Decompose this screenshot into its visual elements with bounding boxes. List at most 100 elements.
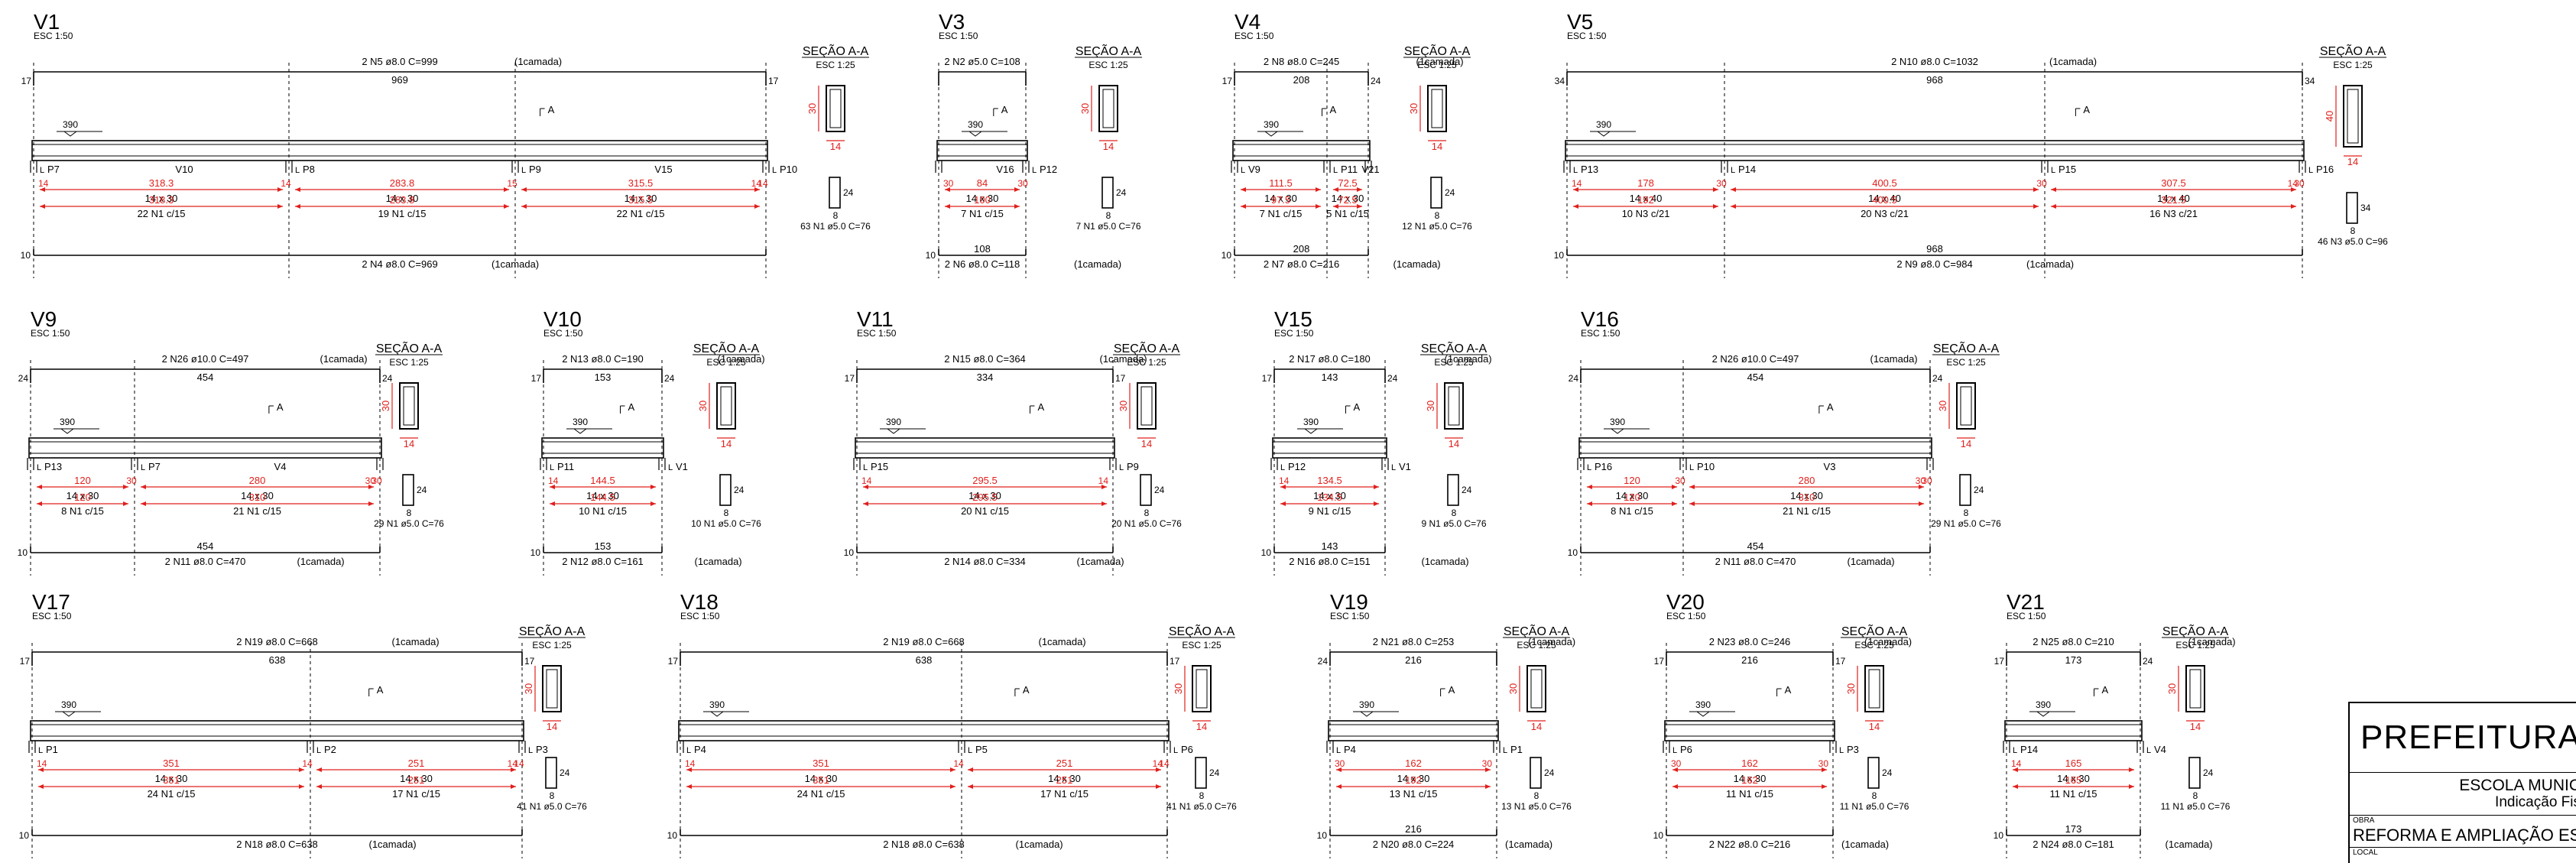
stirrup-label: 29 N1 ø5.0 C=76 <box>374 518 444 529</box>
bottom-hook-left: 10 <box>21 250 31 261</box>
end-width-right: 14 <box>751 178 762 189</box>
support-label: P7 <box>47 164 60 175</box>
support-width: 15 <box>507 178 517 189</box>
section-width: 14 <box>1449 438 1459 449</box>
section-title: SEÇÃO A-A <box>2162 623 2229 638</box>
top-bar-layer: (1camada) <box>1445 353 1492 365</box>
level-marker: 390 <box>709 699 725 710</box>
section-width: 14 <box>1103 141 1114 152</box>
support-label: V4 <box>2154 744 2166 755</box>
support-label: P12 <box>1288 461 1306 472</box>
section-scale: ESC 1:25 <box>1434 357 1474 368</box>
span-length: 280 <box>1799 475 1815 486</box>
title-block-obra: REFORMA E AMPLIAÇÃO ESC <box>2353 826 2576 845</box>
section-marker: A <box>548 104 555 115</box>
support-label: P11 <box>557 461 574 472</box>
section-marker: A <box>2083 104 2090 115</box>
span-section: 14 x 30 <box>67 490 99 501</box>
level-marker: 390 <box>60 417 75 427</box>
left-hook: 34 <box>1555 76 1565 86</box>
section-height: 30 <box>1937 401 1948 411</box>
stirrup-detail <box>1195 757 1207 789</box>
bottom-bar-layer: (1camada) <box>1422 556 1469 567</box>
end-width-left: 14 <box>861 475 872 486</box>
support-width: 30 <box>1017 178 1028 189</box>
stirrup-width: 8 <box>724 508 729 518</box>
top-bar-layer: (1camada) <box>392 636 440 647</box>
span-length: 251 <box>408 758 425 769</box>
section-scale: ESC 1:25 <box>2175 640 2215 650</box>
span-length-2: 321.5 <box>2161 194 2186 206</box>
section-height: 30 <box>1173 683 1184 694</box>
stirrup-detail <box>1447 474 1459 506</box>
span-length-2: 251 <box>408 774 425 786</box>
bottom-bar-layer: (1camada) <box>1074 258 1121 270</box>
span-stirrups: 13 N1 c/15 <box>1390 788 1438 800</box>
support-mark: L <box>316 746 321 755</box>
level-marker: 390 <box>63 119 78 130</box>
span-length-2: 192 <box>1637 194 1654 206</box>
beam-title: V17 <box>32 590 70 614</box>
left-hook: 17 <box>1222 76 1233 86</box>
right-hook: 24 <box>2143 656 2153 667</box>
section-height: 30 <box>1845 683 1857 694</box>
span-stirrups: 22 N1 c/15 <box>138 208 186 219</box>
section-outline <box>1444 382 1464 430</box>
stirrup-width: 8 <box>1452 508 1457 518</box>
span-length-2: 315.5 <box>628 194 654 206</box>
span-length-2: 295.5 <box>972 492 998 503</box>
span-length-2: 318.3 <box>149 194 174 206</box>
top-bar-length: 334 <box>977 371 994 383</box>
support-label: V1 <box>676 461 688 472</box>
stirrup-height: 24 <box>1209 767 1220 778</box>
section-title: SEÇÃO A-A <box>1114 340 1180 355</box>
stirrup-label: 11 N1 ø5.0 C=76 <box>1840 801 1909 812</box>
stirrup-detail <box>829 177 841 209</box>
stirrup-height: 24 <box>1544 767 1555 778</box>
left-hook: 24 <box>18 373 29 384</box>
beam-title: V10 <box>543 307 582 331</box>
right-hook: 17 <box>1835 656 1846 667</box>
support-mark: L <box>1173 746 1178 755</box>
stirrup-height: 24 <box>734 485 745 495</box>
section-stirrup <box>720 386 732 426</box>
bottom-bar-length: 454 <box>197 540 214 552</box>
end-width-left: 14 <box>1572 178 1582 189</box>
support-label: P1 <box>1510 744 1523 755</box>
right-hook: 17 <box>768 76 779 86</box>
support-mark: L <box>38 746 43 755</box>
span-beam-ref: V21 <box>1361 164 1379 175</box>
left-hook: 24 <box>1569 373 1579 384</box>
section-stirrup <box>1140 386 1153 426</box>
support-width: 14 <box>1159 758 1170 769</box>
span-beam-ref: V4 <box>274 461 287 472</box>
support-label: P7 <box>148 461 161 472</box>
span-length-2: 162 <box>1741 774 1758 786</box>
span-length: 315.5 <box>628 177 654 189</box>
top-bar-length: 454 <box>1747 371 1764 383</box>
bottom-bar-layer: (1camada) <box>492 258 539 270</box>
span-stirrups: 9 N1 c/15 <box>1309 505 1351 517</box>
span-section: 14 x 30 <box>400 773 433 784</box>
section-width: 14 <box>1432 141 1442 152</box>
support-label: P6 <box>1680 744 1692 755</box>
support-mark: L <box>1119 463 1124 472</box>
section-scale: ESC 1:25 <box>389 357 429 368</box>
section-height: 30 <box>1079 103 1091 114</box>
support-mark: L <box>2146 746 2151 755</box>
support-label: P6 <box>1181 744 1193 755</box>
support-label: P14 <box>1738 164 1756 175</box>
span-length: 351 <box>163 758 180 769</box>
level-marker: 390 <box>573 417 588 427</box>
